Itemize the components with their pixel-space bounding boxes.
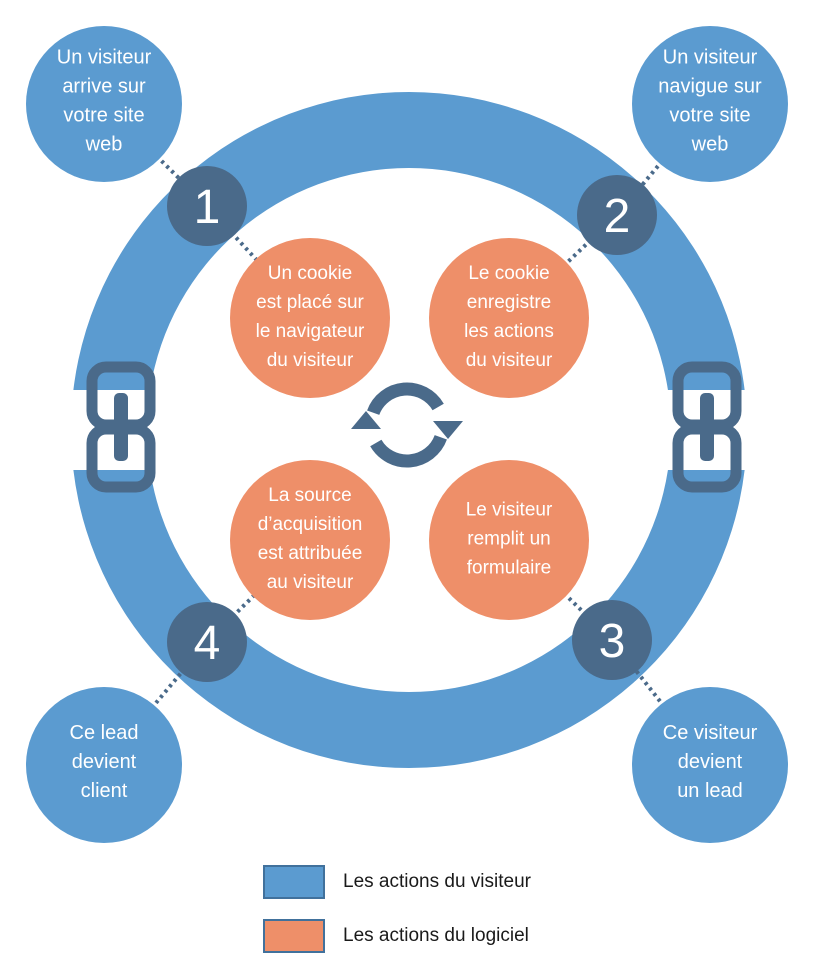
ring-top-half bbox=[73, 91, 745, 390]
connector-badge-software-3 bbox=[562, 591, 588, 617]
step-badge-4: 4 bbox=[167, 602, 247, 682]
step-number: 4 bbox=[194, 617, 221, 670]
connector-visitor-badge-3 bbox=[632, 667, 666, 708]
legend-item-visitor: Les actions du visiteur bbox=[263, 863, 531, 901]
connector-visitor-badge-4 bbox=[149, 668, 186, 710]
connector-visitor-badge-1 bbox=[155, 154, 183, 183]
connector-badge-software-1 bbox=[229, 231, 261, 264]
step-number: 2 bbox=[604, 190, 631, 243]
cycle-ring bbox=[73, 91, 745, 769]
step-number: 1 bbox=[194, 181, 221, 234]
step-badge-2: 2 bbox=[577, 175, 657, 255]
ring-bottom-half bbox=[73, 470, 745, 769]
legend-label-visitor: Les actions du visiteur bbox=[343, 871, 531, 892]
legend-label-software: Les actions du logiciel bbox=[343, 925, 529, 946]
connector-badge-software-2 bbox=[562, 238, 593, 267]
connector-visitor-badge-2 bbox=[638, 159, 665, 189]
step-badge-3: 3 bbox=[572, 600, 652, 680]
legend-item-software: Les actions du logiciel bbox=[263, 917, 529, 955]
chain-link-icon-right bbox=[672, 361, 742, 493]
step-badge-1: 1 bbox=[167, 166, 247, 246]
legend-swatch-visitor bbox=[263, 865, 325, 899]
dotted-connectors bbox=[149, 154, 666, 710]
refresh-cycle-icon bbox=[351, 382, 463, 468]
legend-swatch-software bbox=[263, 919, 325, 953]
connector-badge-software-4 bbox=[231, 592, 258, 619]
step-number: 3 bbox=[599, 615, 626, 668]
chain-link-icon-left bbox=[86, 361, 156, 493]
